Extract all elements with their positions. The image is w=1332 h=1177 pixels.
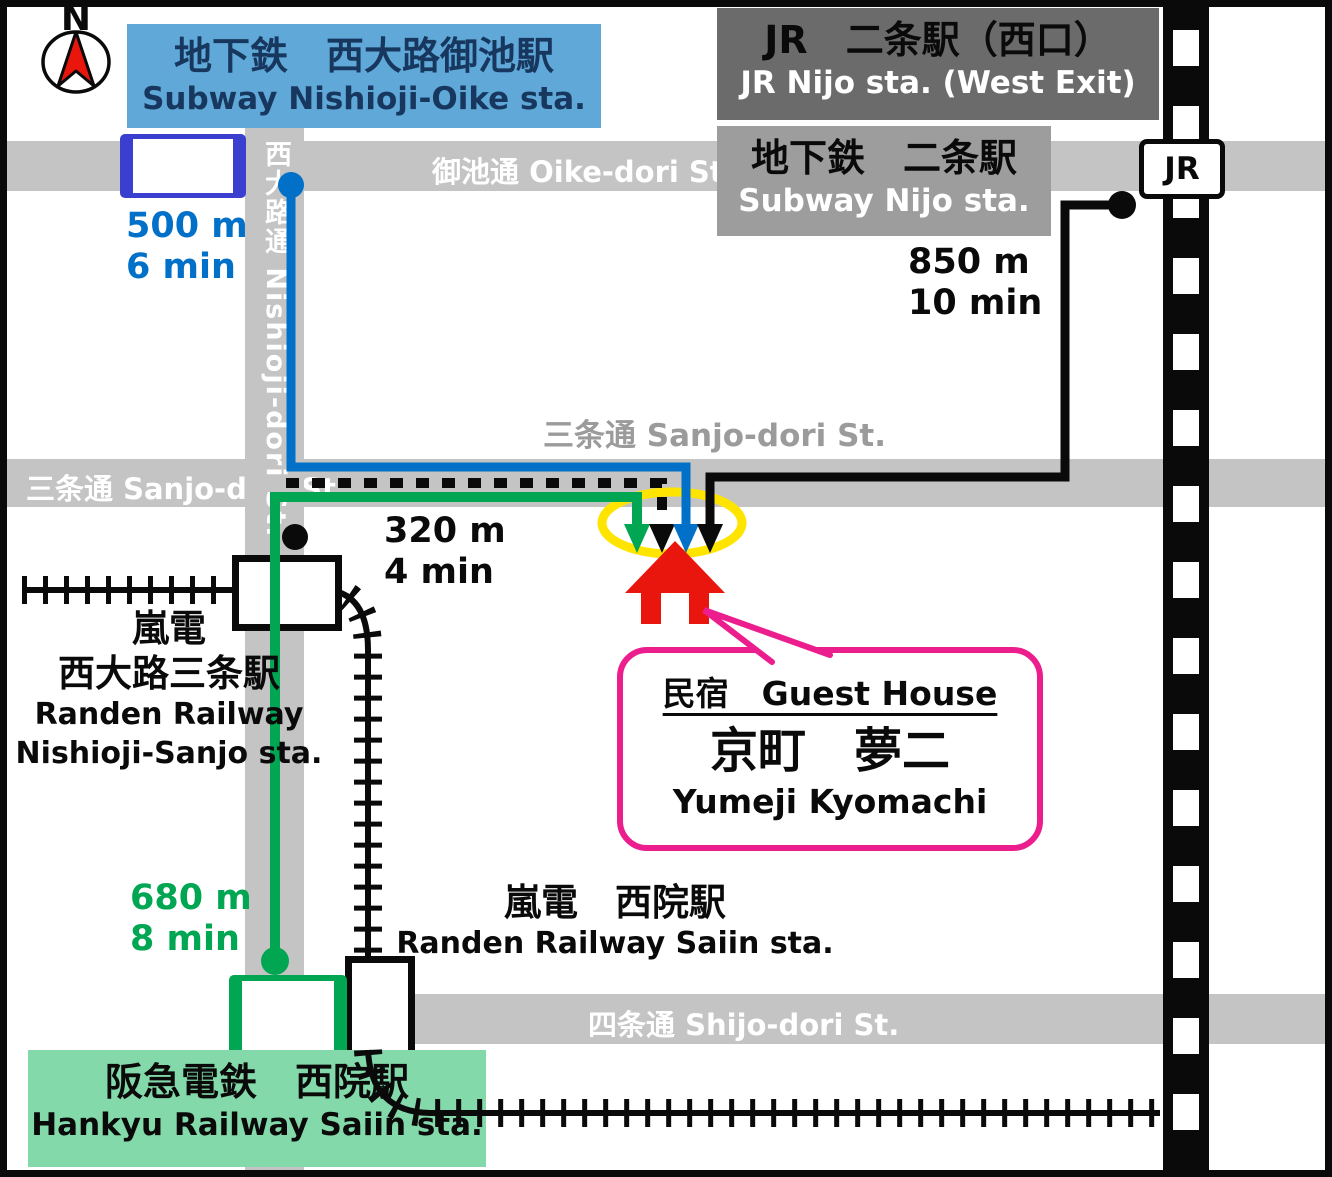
street-shijo-dori: 四条通 Shijo-dori St. xyxy=(413,994,1163,1044)
street-nishioji-label: 西大路通 Nishioji-dori St. xyxy=(260,140,291,539)
subway-nijo-en: Subway Nijo sta. xyxy=(738,182,1030,219)
randen-nishioji-sanjo-label: 嵐電 西大路三条駅 Randen Railway Nishioji-Sanjo … xyxy=(14,606,324,773)
guesthouse-name-en: Yumeji Kyomachi xyxy=(672,781,988,821)
distance-value: 680 m xyxy=(130,878,252,918)
time-value: 6 min xyxy=(126,247,236,288)
jr-nijo-jp: JR 二条駅（西口） xyxy=(764,18,1112,62)
street-sanjo-dori-east xyxy=(1209,459,1325,507)
guesthouse-name-jp: 京町 夢二 xyxy=(709,723,950,779)
subway-nishioji-oike-station-symbol xyxy=(120,134,246,198)
subway-oike-jp: 地下鉄 西大路御池駅 xyxy=(173,34,554,78)
time-value: 10 min xyxy=(908,283,1043,324)
distance-randen-sanjo: 320 m 4 min xyxy=(384,511,506,594)
distance-jr-nijo: 850 m 10 min xyxy=(908,242,1042,325)
time-value: 8 min xyxy=(130,919,240,960)
randen-sanjo-en1: Randen Railway xyxy=(34,697,304,733)
randen-saiin-jp: 嵐電 西院駅 xyxy=(504,881,726,924)
randen-saiin-en: Randen Railway Saiin sta. xyxy=(396,926,834,962)
distance-subway-oike: 500 m 6 min xyxy=(126,206,248,289)
subway-nijo-jp: 地下鉄 二条駅 xyxy=(750,136,1017,180)
street-shijo-label: 四条通 Shijo-dori St. xyxy=(588,1008,900,1042)
guesthouse-category: 民宿 Guest House xyxy=(662,674,998,713)
randen-saiin-station-symbol xyxy=(345,956,415,1066)
street-sanjo-dori: 三条通 Sanjo-dori St. xyxy=(0,459,1163,507)
subway-nijo-box: 地下鉄 二条駅 Subway Nijo sta. xyxy=(717,126,1051,236)
street-oike-label: 御池通 Oike-dori St. xyxy=(432,155,735,189)
distance-value: 500 m xyxy=(126,206,248,246)
guesthouse-callout-bubble: 民宿 Guest House 京町 夢二 Yumeji Kyomachi xyxy=(617,647,1043,851)
randen-sanjo-jp1: 嵐電 xyxy=(132,607,206,650)
compass-n-label: N xyxy=(61,0,91,39)
marker-jr-nijo xyxy=(1108,191,1136,219)
randen-sanjo-jp2: 西大路三条駅 xyxy=(58,652,280,696)
compass-icon: N xyxy=(41,0,111,94)
arrowhead-dotted xyxy=(649,524,675,553)
hankyu-saiin-box: 阪急電鉄 西院駅 Hankyu Railway Saiin sta. xyxy=(28,1050,486,1167)
jr-nijo-box: JR 二条駅（西口） JR Nijo sta. (West Exit) xyxy=(717,8,1159,120)
arrowhead-green xyxy=(624,524,650,553)
hankyu-saiin-jp: 阪急電鉄 西院駅 xyxy=(104,1060,409,1104)
distance-value: 320 m xyxy=(384,511,506,551)
jr-line-badge: JR xyxy=(1139,139,1225,199)
street-oike-dori-east xyxy=(1209,141,1325,191)
distance-value: 850 m xyxy=(908,242,1030,282)
randen-sanjo-en2: Nishioji-Sanjo sta. xyxy=(15,735,323,771)
time-value: 4 min xyxy=(384,552,494,593)
arrowhead-blue xyxy=(673,524,699,553)
hankyu-saiin-station-symbol xyxy=(229,975,347,1059)
randen-railway-south-line xyxy=(354,1048,1160,1127)
randen-saiin-label: 嵐電 西院駅 Randen Railway Saiin sta. xyxy=(375,880,855,964)
guesthouse-house-icon xyxy=(625,541,725,624)
jr-nijo-en: JR Nijo sta. (West Exit) xyxy=(740,64,1136,101)
street-sanjo-label-above: 三条通 Sanjo-dori St. xyxy=(543,418,887,454)
hankyu-saiin-en: Hankyu Railway Saiin sta. xyxy=(31,1106,483,1143)
street-shijo-dori-east xyxy=(1209,994,1325,1044)
subway-nishioji-oike-box: 地下鉄 西大路御池駅 Subway Nishioji-Oike sta. xyxy=(127,24,601,128)
arrowhead-black xyxy=(697,524,723,553)
subway-oike-en: Subway Nishioji-Oike sta. xyxy=(142,80,586,117)
distance-hankyu-saiin: 680 m 8 min xyxy=(130,878,252,961)
